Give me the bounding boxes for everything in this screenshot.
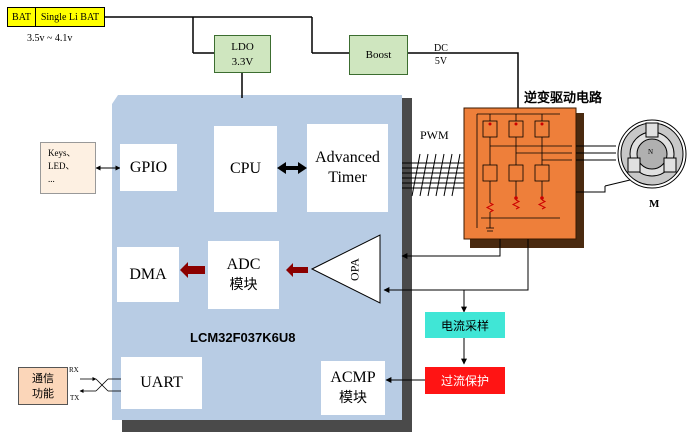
dma-label: DMA — [129, 265, 167, 283]
dma-block: DMA — [117, 247, 179, 302]
opa-label: OPA — [347, 258, 362, 281]
inverter-red-dots — [488, 122, 544, 200]
boost-label: Boost — [365, 49, 392, 61]
cpu-timer-arrow — [277, 162, 307, 174]
inverter-to-opa-wire — [401, 239, 501, 259]
dc-output-label: DC 5V — [434, 42, 448, 68]
uart-label: UART — [140, 374, 183, 391]
tx-label: TX — [70, 394, 80, 402]
overcurrent-protection-box: 过流保护 — [425, 367, 505, 394]
comm-function-box: 通信 功能 — [18, 367, 68, 405]
gpio-label: GPIO — [129, 158, 168, 176]
motor — [617, 119, 687, 189]
battery-type-box: Single Li BAT — [35, 7, 105, 27]
adc-module-label: 模块 — [229, 277, 258, 293]
overcurrent-protection-label: 过流保护 — [440, 374, 489, 388]
gpio-block: GPIO — [120, 144, 177, 191]
dc-label: DC — [434, 43, 448, 54]
more-line: ... — [48, 174, 55, 184]
inverter-title: 逆变驱动电路 — [524, 91, 603, 106]
comm-line1: 通信 — [32, 372, 54, 385]
ldo-label: LDO — [231, 41, 254, 53]
mcu-name: LCM32F037K6U8 — [190, 330, 296, 345]
advanced-timer-block: Advanced Timer — [307, 124, 388, 212]
acmp-block: ACMP 模块 — [321, 361, 385, 415]
pwm-bus — [402, 153, 468, 197]
motor-center-mark: N — [648, 148, 654, 156]
inverter-to-sampling-wire — [464, 239, 529, 291]
inverter-schematic — [476, 113, 572, 232]
current-sampling-box: 电流采样 — [425, 312, 505, 338]
cpu-block: CPU — [214, 126, 277, 212]
acmp-label: ACMP — [330, 369, 376, 386]
uart-comm-lines — [79, 377, 122, 393]
keys-led-box: Keys、 LED、 ... — [40, 142, 96, 194]
comm-line2: 功能 — [32, 387, 54, 400]
led-line: LED、 — [48, 161, 75, 171]
opa-to-adc-arrow — [286, 263, 308, 277]
ldo-box: LDO 3.3V — [214, 35, 271, 73]
inverter-resistors — [485, 199, 547, 213]
adc-label: ADC — [226, 256, 261, 273]
ldo-voltage: 3.3V — [231, 56, 254, 68]
uart-block: UART — [121, 357, 202, 409]
bat-label-box: BAT — [7, 7, 36, 27]
timer-label-line1: Advanced — [315, 149, 380, 166]
inverter-body — [463, 107, 577, 240]
battery-voltage-range: 3.5v ~ 4.1v — [27, 33, 73, 44]
adc-to-dma-arrow — [180, 262, 205, 278]
bat-label: BAT — [12, 11, 31, 23]
rx-label: RX — [69, 366, 79, 374]
battery-type-label: Single Li BAT — [40, 11, 100, 23]
inverter-to-motor-wires — [576, 145, 631, 193]
keys-line: Keys、 — [48, 148, 76, 158]
opa-triangle — [310, 234, 381, 304]
acmp-module-label: 模块 — [339, 390, 367, 406]
motor-label: M — [649, 198, 660, 210]
pwm-label: PWM — [420, 128, 449, 142]
cpu-label: CPU — [229, 160, 262, 177]
boost-box: Boost — [349, 35, 408, 75]
timer-label-line2: Timer — [328, 169, 367, 186]
boost-to-inverter-wire — [407, 52, 519, 108]
dc-voltage: 5V — [434, 56, 448, 67]
adc-block: ADC 模块 — [208, 241, 279, 309]
current-sampling-label: 电流采样 — [440, 318, 489, 333]
